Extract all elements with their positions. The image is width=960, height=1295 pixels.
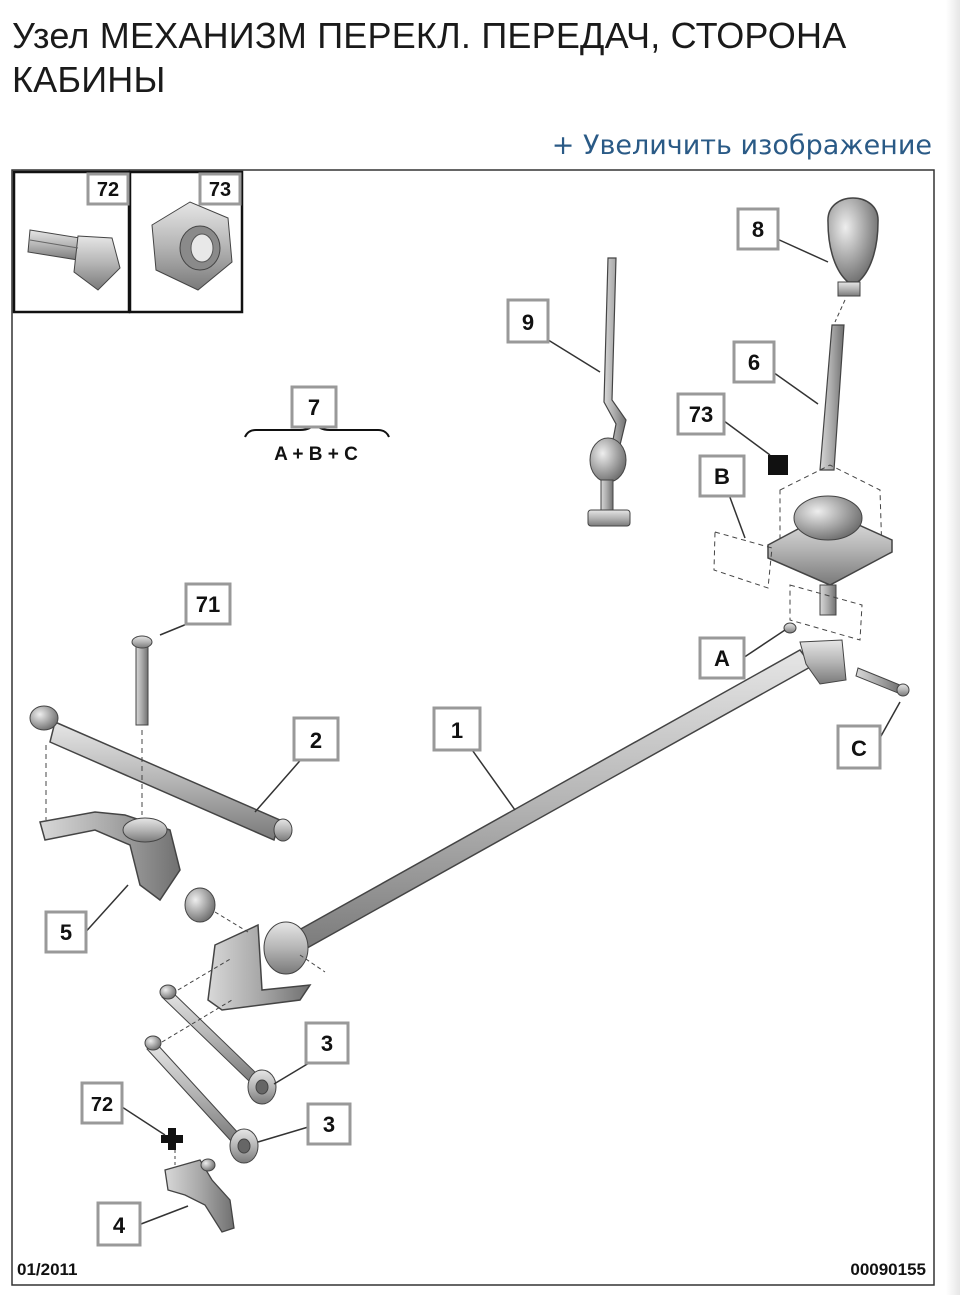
callout-9[interactable]: 9 xyxy=(506,298,550,344)
part-lever-housing xyxy=(713,464,893,641)
svg-text:73: 73 xyxy=(209,179,231,201)
svg-text:4: 4 xyxy=(113,1213,126,1238)
part-bushing-3b xyxy=(229,1128,259,1164)
callout-7[interactable]: 7 xyxy=(290,385,338,429)
callout-8[interactable]: 8 xyxy=(736,207,780,251)
nut-73-marker xyxy=(768,455,788,475)
part-shift-rod-9 xyxy=(587,257,631,527)
enlarge-image-link[interactable]: + Увеличить изображение xyxy=(551,130,932,161)
callout-a[interactable]: A xyxy=(698,636,746,680)
part-lever-4 xyxy=(164,1150,235,1233)
diagram-reference-code: 00090155 xyxy=(850,1260,926,1279)
callout-73[interactable]: 73 xyxy=(676,392,726,436)
svg-text:2: 2 xyxy=(310,728,322,753)
callout-72-inset[interactable]: 72 xyxy=(86,172,130,206)
bolt-icon xyxy=(27,229,121,291)
svg-text:9: 9 xyxy=(522,310,534,335)
svg-text:A: A xyxy=(714,646,730,671)
svg-text:3: 3 xyxy=(323,1112,335,1137)
callout-3-lower[interactable]: 3 xyxy=(306,1102,352,1146)
svg-text:72: 72 xyxy=(91,1094,113,1116)
callout-2[interactable]: 2 xyxy=(292,716,340,762)
callout-72[interactable]: 72 xyxy=(80,1081,124,1125)
callout-c[interactable]: C xyxy=(836,724,882,770)
svg-text:1: 1 xyxy=(451,718,463,743)
svg-text:7: 7 xyxy=(308,395,320,420)
callout-71[interactable]: 71 xyxy=(184,582,232,626)
svg-text:5: 5 xyxy=(60,920,72,945)
svg-text:73: 73 xyxy=(689,402,713,427)
part-link-rod xyxy=(29,705,293,842)
callout-4[interactable]: 4 xyxy=(96,1201,142,1247)
callout-5[interactable]: 5 xyxy=(44,910,88,954)
page-edge-shadow xyxy=(946,0,960,1295)
svg-text:B: B xyxy=(714,464,730,489)
callout-3-upper[interactable]: 3 xyxy=(304,1021,350,1065)
part-bolt-c xyxy=(855,667,910,697)
part-lever-5 xyxy=(39,745,249,933)
callout-1[interactable]: 1 xyxy=(432,706,482,752)
part-bushing-3a xyxy=(247,1069,277,1105)
leader-lines xyxy=(81,237,901,1225)
formula-text: A + B + C xyxy=(274,444,358,465)
svg-text:6: 6 xyxy=(748,350,760,375)
part-washer-a xyxy=(783,622,797,634)
svg-text:72: 72 xyxy=(97,179,119,201)
part-bolt-71 xyxy=(131,635,153,815)
page-title: Узел МЕХАНИЗМ ПЕРЕКЛ. ПЕРЕДАЧ, СТОРОНА К… xyxy=(12,15,847,100)
callout-6[interactable]: 6 xyxy=(732,340,776,384)
svg-text:71: 71 xyxy=(196,592,220,617)
callout-labels: 72 73 8 9 6 7 73 B 71 A 2 1 C 5 3 72 3 4 xyxy=(44,172,882,1247)
callout-73-inset[interactable]: 73 xyxy=(198,172,242,206)
svg-text:8: 8 xyxy=(752,217,764,242)
part-rod-bracket xyxy=(207,921,326,1011)
svg-text:3: 3 xyxy=(321,1031,333,1056)
part-gear-lever-6 xyxy=(819,299,846,471)
nut-icon xyxy=(151,201,233,291)
part-gear-knob-8 xyxy=(827,197,879,297)
svg-text:C: C xyxy=(851,736,867,761)
plus-marker-icon xyxy=(161,1128,183,1150)
diagram-date-code: 01/2011 xyxy=(17,1260,78,1279)
callout-b[interactable]: B xyxy=(698,454,746,498)
